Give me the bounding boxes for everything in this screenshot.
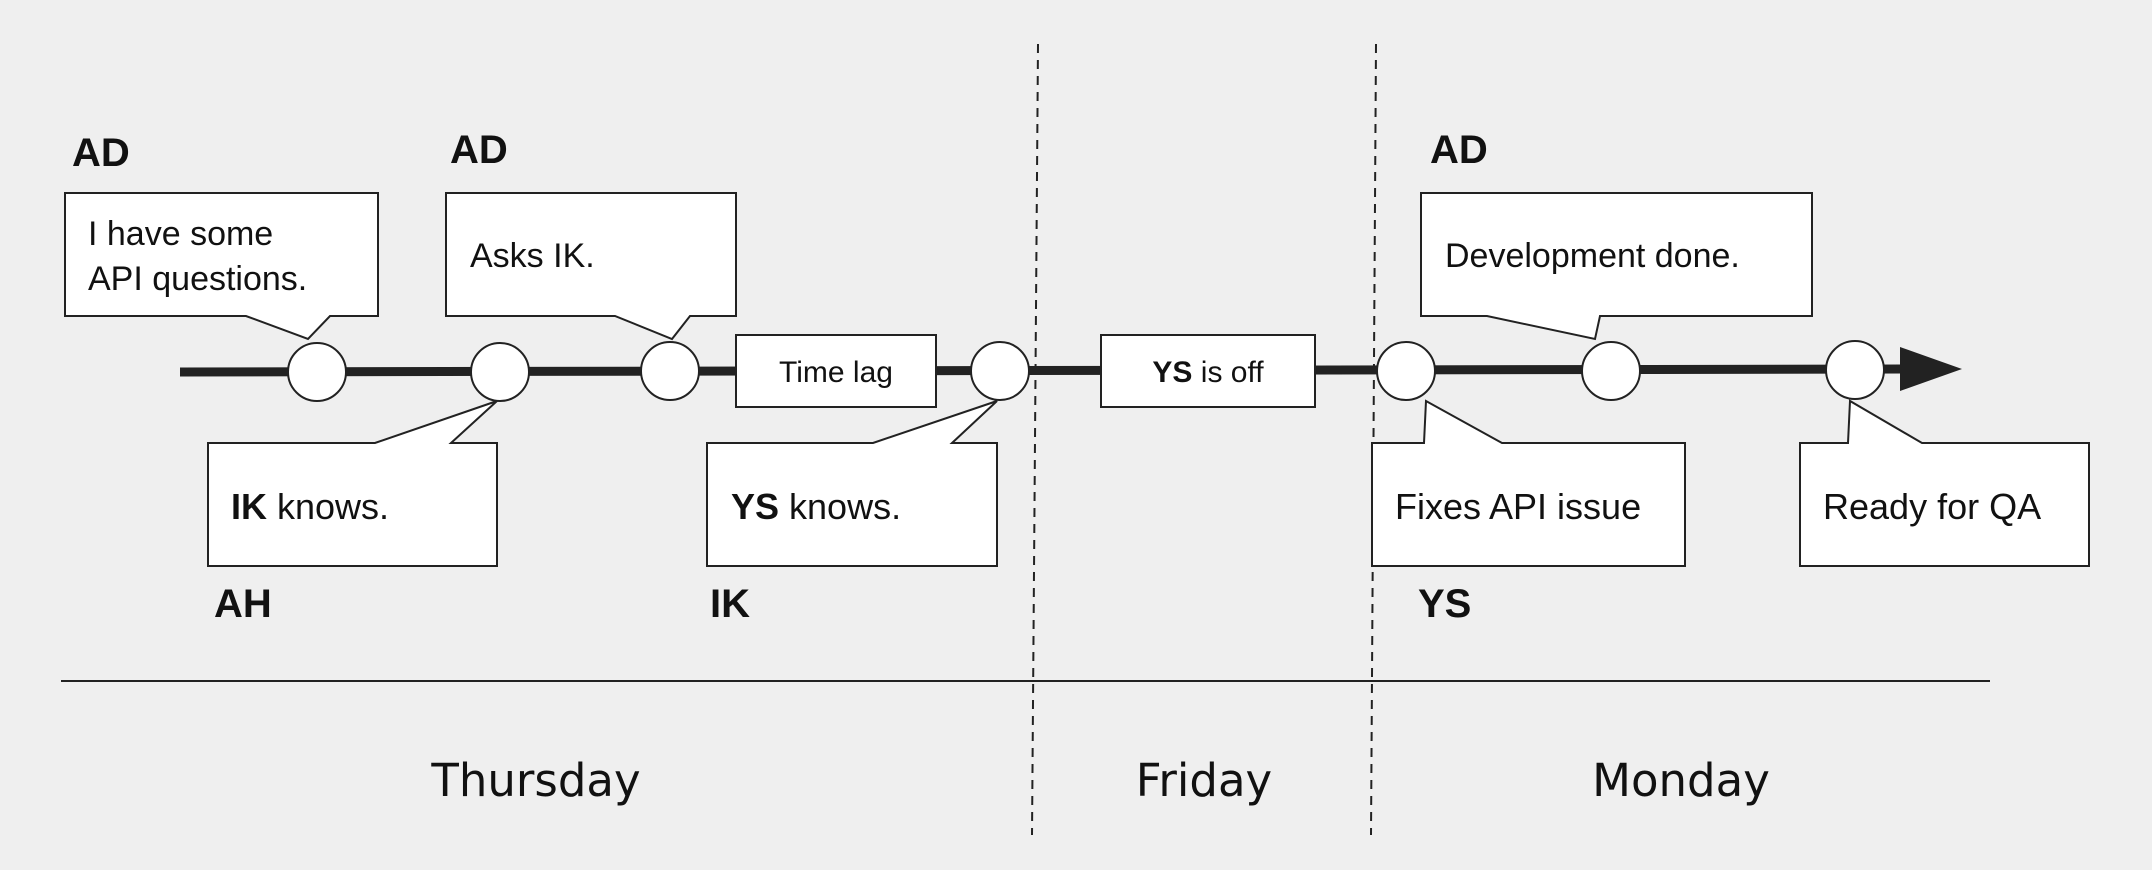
timeline-arrowhead	[1900, 347, 1962, 391]
callout-2-rest: knows.	[267, 486, 389, 527]
callout-4-rest: knows.	[779, 486, 901, 527]
callout-4: YS knows.	[706, 400, 998, 567]
callout-1: I have some API questions.	[64, 192, 379, 341]
callout-7-text: Ready for QA	[1823, 486, 2041, 527]
time-lag-box: Time lag	[735, 334, 937, 408]
callout-3-person: AD	[450, 128, 508, 172]
callout-5-text: Fixes API issue	[1395, 486, 1641, 527]
callout-3-text: Asks IK.	[470, 237, 595, 275]
ys-is-off-box: YS is off	[1100, 334, 1316, 408]
event-node	[1825, 340, 1885, 400]
event-node	[640, 341, 700, 401]
ys-is-off-label: YS is off	[1152, 356, 1264, 389]
event-node	[470, 342, 530, 402]
callout-7: Ready for QA	[1799, 399, 2090, 567]
callout-2-person: AH	[214, 582, 272, 626]
time-lag-label: Time lag	[779, 356, 893, 389]
callout-1-person: AD	[72, 131, 130, 175]
callout-2: IK knows.	[207, 400, 498, 567]
callout-5: Fixes API issue	[1371, 399, 1686, 567]
day-label-thursday: Thursday	[430, 754, 640, 807]
event-node	[1376, 341, 1436, 401]
timeline-axis	[179, 364, 1906, 377]
callout-4-text: YS knows.	[731, 486, 901, 527]
callout-4-bold: YS	[731, 486, 779, 527]
ys-is-off-bold: YS	[1152, 356, 1192, 389]
callout-2-text: IK knows.	[231, 486, 389, 527]
callout-2-bold: IK	[231, 486, 267, 527]
day-label-monday: Monday	[1592, 754, 1770, 807]
ys-is-off-rest: is off	[1192, 356, 1264, 389]
callout-3: Asks IK.	[445, 192, 737, 341]
day-separator-friday-monday	[1370, 43, 1377, 836]
event-node	[970, 341, 1030, 401]
day-separator-thursday-friday	[1031, 43, 1039, 836]
event-node	[1581, 341, 1641, 401]
callout-4-person: IK	[710, 582, 750, 626]
callout-6-text: Development done.	[1445, 237, 1740, 275]
day-label-friday: Friday	[1136, 754, 1272, 807]
callout-1-line-1: I have some	[88, 215, 273, 253]
event-node	[287, 342, 347, 402]
callout-6: Development done.	[1420, 192, 1813, 341]
callout-1-line-2: API questions.	[88, 260, 307, 298]
callout-5-person: YS	[1418, 582, 1471, 626]
callout-6-person: AD	[1430, 128, 1488, 172]
